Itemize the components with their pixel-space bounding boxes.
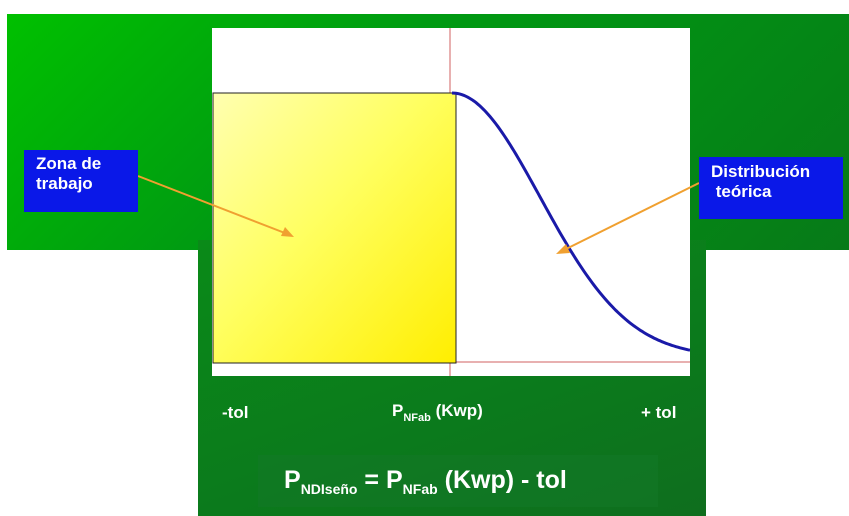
formula-text: PNDIseño = PNFab (Kwp) - tol (284, 466, 567, 497)
formula-rhs-subscript: NFab (402, 481, 438, 497)
formula-equals: = (357, 466, 386, 494)
minus-tolerance-label: -tol (222, 403, 249, 422)
pnfab-axis-label: PNFab (Kwp) (392, 401, 483, 424)
formula-rhs-rest: (Kwp) - tol (437, 466, 567, 494)
formula-rhs-main: P (385, 466, 403, 494)
formula-lhs-main: P (284, 466, 301, 494)
work-zone-label: Zona de trabajo (24, 150, 138, 212)
pnfab-main: P (392, 401, 404, 420)
pnfab-subscript: NFab (403, 412, 431, 424)
formula-lhs-subscript: NDIseño (300, 481, 358, 497)
plus-tolerance-label: + tol (641, 403, 677, 422)
formula-box (258, 455, 658, 507)
work-zone-arrowhead (281, 227, 294, 237)
distribution-curve (451, 91, 691, 352)
distribution-arrowhead (556, 244, 570, 254)
work-zone-arrow-line (137, 175, 291, 236)
distribution-arrow-line (559, 182, 700, 253)
work-zone-rectangle (212, 92, 457, 364)
pnfab-unit: (Kwp) (430, 401, 483, 420)
distribution-label: Distribución teórica (699, 157, 843, 219)
